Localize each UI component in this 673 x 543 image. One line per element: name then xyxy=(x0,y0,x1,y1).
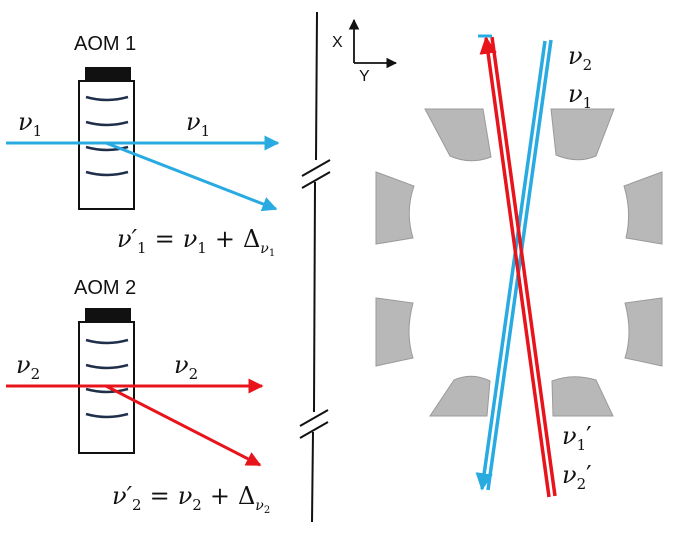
beam-nu2-blue-right xyxy=(486,39,553,491)
electrode-right-lower xyxy=(624,297,663,367)
aom1-group: AOM 1 ν1 ν1 ν′1=ν1+Δν1 xyxy=(6,33,280,259)
electrode-bottom-left xyxy=(429,375,491,417)
electrode-bottom-right xyxy=(551,376,614,417)
label-nu2-prime-bottom: ν2′ xyxy=(562,461,592,493)
electrode-top-right xyxy=(550,108,615,161)
aom1-body xyxy=(78,80,135,210)
electrode-top-left xyxy=(424,108,492,162)
aom2-output-label: ν2 xyxy=(174,351,198,383)
aom1-label: AOM 1 xyxy=(74,33,136,55)
label-nu1-prime-bottom: ν1′ xyxy=(562,422,592,454)
label-nu2-top: ν2 xyxy=(568,42,592,74)
broken-axis-separator xyxy=(299,11,331,523)
electrode-left-upper xyxy=(375,171,415,245)
aom1-cap xyxy=(85,67,131,81)
electrodes xyxy=(375,108,663,417)
aom1-frequency-equation: ν′1=ν1+Δν1 xyxy=(117,225,275,259)
beam-nu1-red-left xyxy=(479,36,551,498)
aom1-output-label: ν1 xyxy=(186,108,210,140)
y-axis-label: Y xyxy=(359,68,370,85)
aom2-cap xyxy=(85,308,131,322)
aom2-group: AOM 2 ν2 ν2 ν′2=ν2+Δν2 xyxy=(6,277,270,516)
electrode-left-lower xyxy=(375,297,414,367)
crossing-beams xyxy=(475,34,557,498)
beam-nu2-blue-left xyxy=(475,40,547,491)
aom2-label: AOM 2 xyxy=(74,277,136,299)
beam-nu1-red-right xyxy=(490,36,557,497)
aom2-input-label: ν2 xyxy=(16,351,40,383)
aom1-input-label: ν1 xyxy=(18,108,42,140)
aom1-acoustic-waves xyxy=(85,95,129,177)
aom1-beam-diffracted xyxy=(105,141,278,212)
aom2-frequency-equation: ν′2=ν2+Δν2 xyxy=(112,482,270,516)
aom2-beam-diffracted xyxy=(105,384,262,467)
aom2-acoustic-waves xyxy=(85,338,129,419)
label-nu1-top: ν1 xyxy=(568,80,592,112)
coordinate-axes: X Y xyxy=(332,18,398,85)
electrode-right-upper xyxy=(623,171,663,245)
x-axis-label: X xyxy=(332,34,343,51)
